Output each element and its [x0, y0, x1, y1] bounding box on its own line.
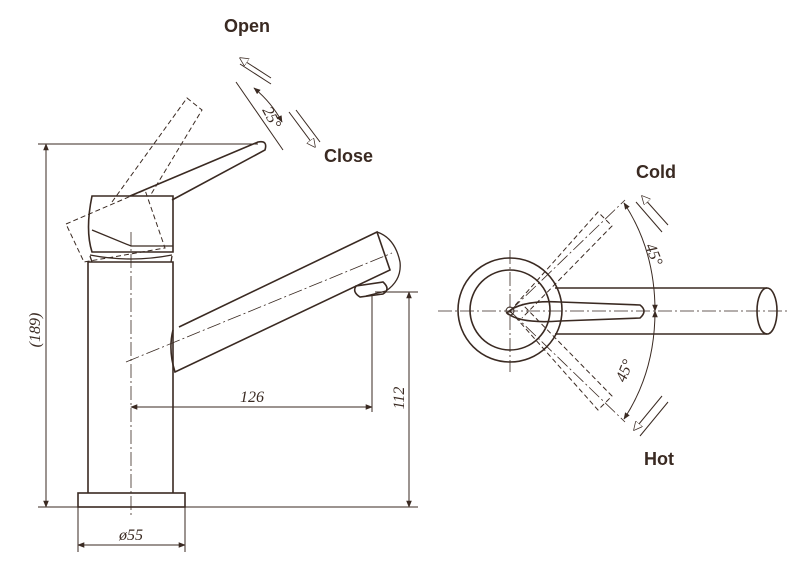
lever-hot-position [509, 303, 613, 411]
base-plate [77, 492, 186, 508]
close-arrow [288, 111, 315, 147]
hot-label: Hot [644, 449, 674, 469]
top-view: 45° 45° Cold Hot [438, 162, 790, 469]
neck-ring [89, 255, 173, 263]
faucet-body [87, 261, 174, 493]
dim-spout-height: 112 [391, 387, 408, 410]
lever-cold-position [509, 211, 613, 319]
dim-cold-angle: 45° [641, 241, 665, 269]
top-spout [555, 287, 767, 335]
cold-label: Cold [636, 162, 676, 182]
dim-arc-lever-angle [253, 87, 283, 123]
spout [170, 230, 391, 374]
close-label: Close [324, 146, 373, 166]
side-view: (189) 112 126 ø55 25° Open Close [27, 16, 418, 552]
lever-open-dashed [65, 97, 203, 263]
dim-base-diameter: ø55 [118, 527, 143, 544]
dim-lever-angle: 25° [258, 104, 284, 132]
spout-centerline [125, 252, 393, 363]
open-arrow [240, 58, 272, 79]
aerator [353, 281, 388, 298]
dim-height-total: (189) [27, 313, 44, 348]
dim-arc-cold-angle [623, 202, 658, 312]
dim-reach: 126 [240, 389, 264, 406]
open-label: Open [224, 16, 270, 36]
dim-arc-hot-angle [623, 310, 658, 420]
cold-arrow [642, 196, 669, 226]
dim-hot-angle: 45° [613, 357, 637, 385]
faucet-head [87, 195, 174, 253]
hot-arrow [634, 395, 663, 430]
lever-closed [129, 140, 267, 201]
